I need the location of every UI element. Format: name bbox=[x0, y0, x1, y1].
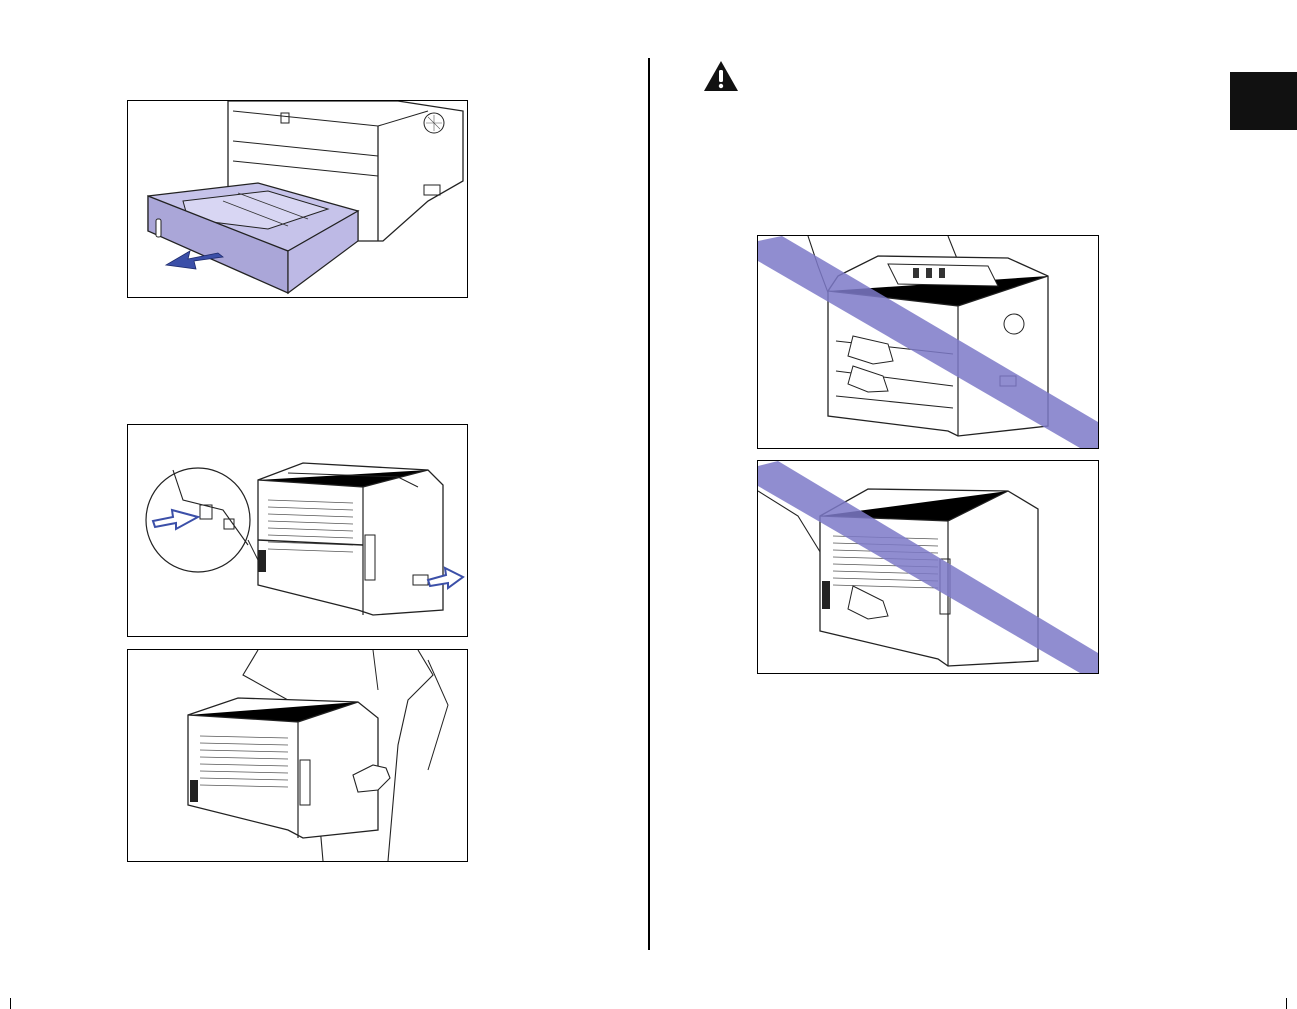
figure-wrong-front-lift bbox=[757, 235, 1099, 449]
crop-mark bbox=[1286, 998, 1287, 1009]
column-divider bbox=[648, 58, 650, 950]
section-tab bbox=[1230, 72, 1297, 130]
crop-mark bbox=[10, 998, 11, 1009]
figure-grip-locations bbox=[127, 424, 468, 637]
figure-tray-removal bbox=[127, 100, 468, 298]
figure-lifting-correct bbox=[127, 649, 468, 862]
figure-wrong-rear-lift bbox=[757, 460, 1099, 674]
warning-triangle-icon bbox=[703, 60, 739, 92]
